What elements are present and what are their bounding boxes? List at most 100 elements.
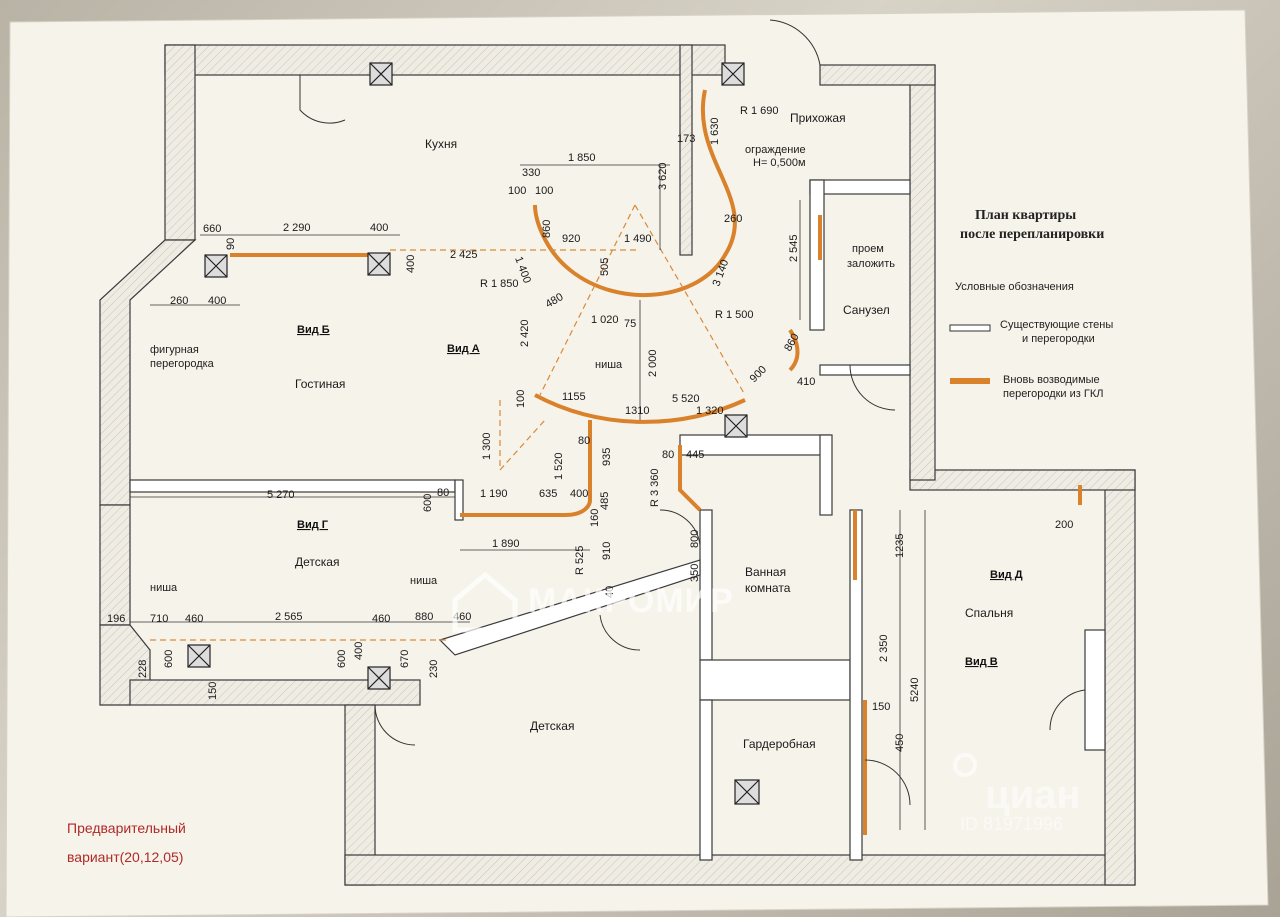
brand-watermark-text: МАКРОМИР: [528, 582, 734, 620]
dim-173: 173: [677, 133, 695, 145]
figured-partition-1: фигурная: [150, 344, 199, 356]
dim-2350: 2 350: [878, 634, 890, 662]
dim-r1690: R 1 690: [740, 105, 779, 117]
dim-r525: R 525: [574, 546, 586, 575]
cian-watermark: циан ID 81971996: [953, 753, 1081, 834]
dim-100-c: 100: [515, 390, 527, 408]
dim-330: 330: [522, 167, 540, 179]
dim-80-b: 80: [662, 449, 674, 461]
dim-2425: 2 425: [450, 249, 478, 261]
dim-1310: 1310: [625, 405, 649, 417]
dim-400-b: 400: [405, 255, 417, 273]
dim-1155: 1155: [562, 391, 586, 403]
dim-460-b: 460: [372, 613, 390, 625]
dim-460-a: 460: [185, 613, 203, 625]
brand-watermark: МАКРОМИР: [452, 571, 734, 633]
dim-1850: 1 850: [568, 152, 596, 164]
dim-860: 860: [541, 220, 553, 238]
room-hall: Прихожая: [790, 111, 846, 125]
dim-400-c: 400: [208, 295, 226, 307]
legend-existing-swatch: [949, 324, 991, 332]
dim-2420: 2 420: [519, 319, 531, 347]
dim-230: 230: [428, 660, 440, 678]
dim-910: 910: [601, 542, 613, 560]
room-kids-1: Детская: [295, 555, 339, 569]
room-kitchen: Кухня: [425, 137, 457, 151]
room-living: Гостиная: [295, 377, 345, 391]
dim-600-c: 600: [336, 650, 348, 668]
dim-445: 445: [686, 449, 704, 461]
dim-670: 670: [399, 650, 411, 668]
dim-1520: 1 520: [553, 452, 565, 480]
room-wc: Санузел: [843, 303, 890, 317]
dim-5520: 5 520: [672, 393, 700, 405]
opening-note-2: заложить: [847, 258, 895, 270]
dim-1190: 1 190: [480, 488, 508, 500]
dim-1890: 1 890: [492, 538, 520, 550]
dim-160: 160: [589, 509, 601, 527]
cian-id-text: ID 81971996: [960, 814, 1063, 834]
legend-new-swatch: [950, 378, 990, 384]
dimension-labels: R 1 690 1 630 173 330 1 850 3 620 100 10…: [107, 105, 1073, 752]
dim-460-c: 460: [453, 611, 471, 623]
dim-150-a: 150: [207, 682, 219, 700]
dim-485: 485: [599, 492, 611, 510]
dim-150-b: 150: [872, 701, 890, 713]
legend-heading: Условные обозначения: [955, 281, 1074, 293]
figured-partition-2: перегородка: [150, 358, 215, 370]
fence-note-1: ограждение: [745, 144, 806, 156]
dim-r1500: R 1 500: [715, 309, 754, 321]
dim-2545: 2 545: [788, 234, 800, 262]
construction-lines: [150, 204, 746, 641]
dim-710: 710: [150, 613, 168, 625]
dim-200: 200: [1055, 519, 1073, 531]
dim-40: 40: [604, 586, 616, 598]
brand-logo-icon: [452, 571, 518, 633]
dim-196: 196: [107, 613, 125, 625]
view-a-label: Вид А: [447, 343, 480, 355]
dim-5270: 5 270: [267, 489, 295, 501]
dim-260-b: 260: [170, 295, 188, 307]
room-bath-line2: комната: [745, 581, 791, 595]
dim-100-a: 100: [508, 185, 526, 197]
dim-600-b: 600: [163, 650, 175, 668]
dim-1300: 1 300: [481, 432, 493, 460]
dim-450: 450: [894, 734, 906, 752]
dim-228: 228: [137, 660, 149, 678]
dim-2290: 2 290: [283, 222, 311, 234]
preliminary-note-1: Предварительный: [67, 820, 186, 836]
dim-660: 660: [203, 223, 221, 235]
legend-new-label-1: Вновь возводимые: [1003, 374, 1100, 386]
dim-400-d: 400: [570, 488, 588, 500]
view-d-label: Вид Д: [990, 569, 1023, 581]
dim-90: 90: [225, 238, 237, 250]
legend-existing-label-2: и перегородки: [1022, 333, 1095, 345]
dim-r3360: R 3 360: [649, 468, 661, 507]
cian-logo-icon: [953, 753, 977, 777]
dim-920: 920: [562, 233, 580, 245]
dim-410: 410: [797, 376, 815, 388]
dim-1320: 1 320: [696, 405, 724, 417]
cian-watermark-text: циан: [985, 773, 1081, 817]
plan-title-line2: после перепланировки: [960, 227, 1104, 242]
plan-title-line1: План квартиры: [975, 208, 1076, 223]
fence-note-2: Н= 0,500м: [753, 157, 806, 169]
room-kids-2: Детская: [530, 719, 574, 733]
niche-label-1: ниша: [595, 359, 623, 371]
dim-260: 260: [724, 213, 742, 225]
opening-note-1: проем: [852, 243, 884, 255]
dim-3620: 3 620: [657, 162, 669, 190]
dim-80-a: 80: [578, 435, 590, 447]
dim-2565: 2 565: [275, 611, 303, 623]
dim-880: 880: [415, 611, 433, 623]
dim-400-e: 400: [353, 642, 365, 660]
dim-600-a: 600: [422, 494, 434, 512]
doors: [299, 19, 1086, 806]
dim-1020: 1 020: [591, 314, 619, 326]
dim-1235: 1235: [894, 534, 906, 558]
dim-5240: 5240: [909, 678, 921, 702]
room-wardrobe: Гардеробная: [743, 737, 816, 751]
room-bedroom: Спальня: [965, 606, 1013, 620]
